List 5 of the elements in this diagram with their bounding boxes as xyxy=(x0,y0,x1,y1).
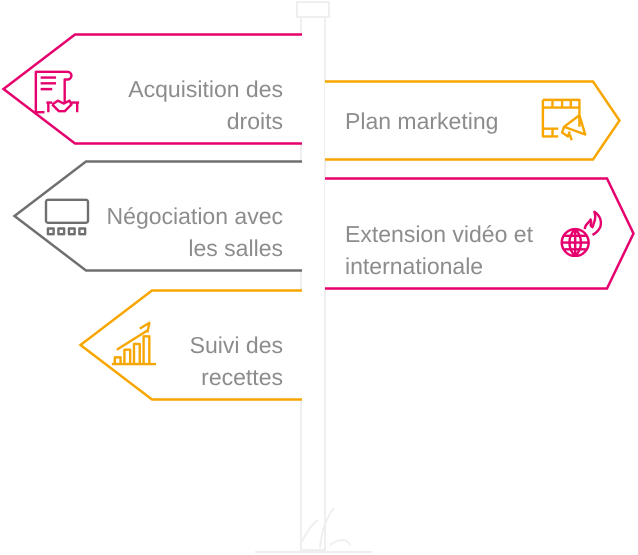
sign-label: Suivi des recettes xyxy=(188,331,283,392)
sign-label: Extension vidéo et internationale xyxy=(345,220,534,281)
sign-label: Plan marketing xyxy=(345,107,500,136)
sign-label: Négociation avec les salles xyxy=(106,202,283,263)
sign-label: Acquisition des droits xyxy=(127,75,283,136)
